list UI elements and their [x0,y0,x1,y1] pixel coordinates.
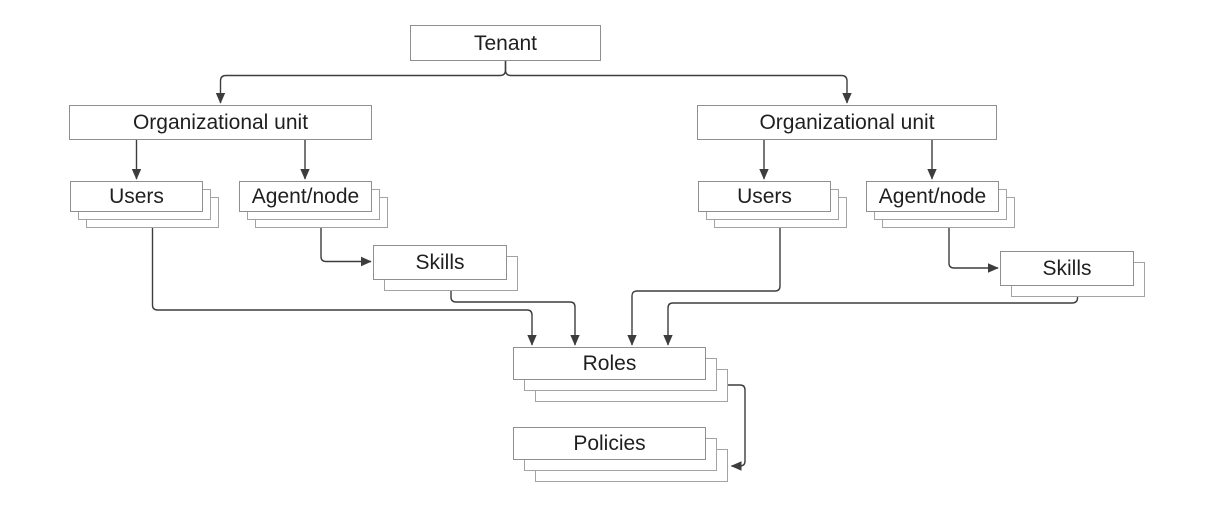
node-skills-right-label: Skills [1042,257,1092,280]
edge-roles-to-policies [728,384,746,471]
node-agent-node-left-box: Agent/node [239,181,372,212]
node-roles-box: Roles [513,347,706,380]
node-tenant: Tenant [410,25,601,61]
node-org-unit-left: Organizational unit [69,105,372,140]
node-agent-node-right-label: Agent/node [878,185,987,208]
node-agent-node-right-box: Agent/node [866,181,999,212]
node-skills-left-box: Skills [373,245,507,280]
edge-agent-node-right-to-skills-right [948,228,999,273]
node-skills-right-box: Skills [1000,251,1134,286]
edge-skills-right-to-roles [663,297,1079,346]
node-org-unit-right-label: Organizational unit [759,111,935,134]
edge-tenant-to-org-unit-right [504,61,852,104]
node-roles-label: Roles [582,352,637,375]
edge-users-right-to-roles [627,228,781,346]
edge-skills-left-to-roles [450,291,580,346]
node-org-unit-right: Organizational unit [697,105,997,140]
edge-agent-node-left-to-skills-left [320,228,372,267]
node-tenant-label: Tenant [473,31,538,55]
node-users-right-box: Users [698,181,831,212]
edge-tenant-to-org-unit-left [215,61,507,104]
node-skills-left-label: Skills [415,251,465,274]
node-policies-label: Policies [573,432,646,455]
node-users-right-label: Users [737,185,792,208]
node-users-left-box: Users [70,181,203,212]
node-users-left-label: Users [109,185,164,208]
node-policies-box: Policies [513,427,706,460]
node-agent-node-left-label: Agent/node [251,185,360,208]
node-org-unit-left-label: Organizational unit [132,111,309,134]
